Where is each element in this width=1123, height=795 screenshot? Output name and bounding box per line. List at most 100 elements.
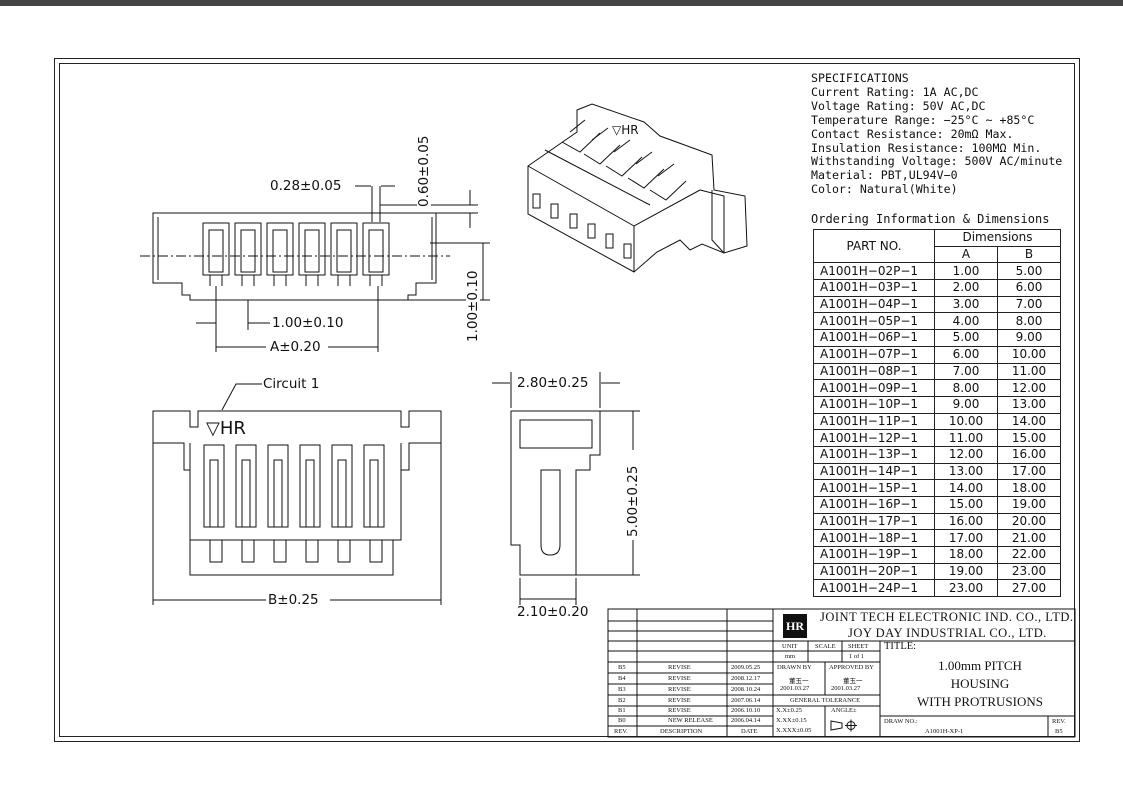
draw-no-label: DRAW NO.: bbox=[884, 718, 918, 725]
front-view-slots bbox=[203, 444, 385, 563]
ordering-title: Ordering Information & Dimensions bbox=[811, 212, 1050, 226]
unit-label: UNIT bbox=[782, 643, 798, 650]
pin-depth-dim: 0.60±0.05 bbox=[416, 135, 432, 207]
dim-a-cell: 19.00 bbox=[934, 562, 998, 581]
revision-description: REVISE bbox=[668, 664, 691, 671]
approved-by-label: APPROVED BY bbox=[829, 664, 874, 671]
part-number-cell: A1001H−08P−1 bbox=[813, 362, 935, 381]
part-number-cell: A1001H−17P−1 bbox=[813, 512, 935, 531]
approved-by: 董玉一 bbox=[843, 678, 863, 685]
dim-a-cell: 3.00 bbox=[934, 295, 998, 314]
part-number-cell: A1001H−07P−1 bbox=[813, 345, 935, 364]
part-number-cell: A1001H−11P−1 bbox=[813, 412, 935, 431]
dim-b-cell: 21.00 bbox=[997, 529, 1061, 548]
header-part-no: PART NO. bbox=[813, 228, 935, 264]
dim-a-cell: 23.00 bbox=[934, 579, 998, 598]
spec-line: Voltage Rating: 50V AC,DC bbox=[811, 98, 986, 113]
dim-b-cell: 15.00 bbox=[997, 429, 1061, 447]
tolerance-2: X.XX±0.15 bbox=[776, 717, 807, 724]
part-number-cell: A1001H−16P−1 bbox=[813, 496, 935, 514]
pitch-dim: 1.00±0.10 bbox=[272, 315, 344, 331]
dim-b-cell: 8.00 bbox=[997, 312, 1061, 331]
window-top-bar bbox=[0, 0, 1123, 6]
front-view bbox=[152, 383, 442, 605]
hr-marking: ▽HR bbox=[206, 418, 246, 439]
revision-code: B3 bbox=[618, 686, 626, 693]
rev-value: B5 bbox=[1055, 728, 1063, 735]
revision-code: B4 bbox=[618, 675, 626, 682]
spec-line: Color: Natural(White) bbox=[811, 182, 958, 197]
drawn-date: 2001.03.27 bbox=[780, 685, 810, 692]
dim-b-cell: 20.00 bbox=[997, 512, 1061, 531]
angle-label: ANGLE± bbox=[831, 707, 857, 714]
spec-line: Contact Resistance: 20mΩ Max. bbox=[811, 126, 1014, 141]
dim-a-cell: 13.00 bbox=[934, 462, 998, 481]
dim-b-cell: 9.00 bbox=[997, 329, 1061, 347]
dim-a-cell: 5.00 bbox=[934, 329, 998, 347]
general-tolerance: GENERAL TOLERANCE bbox=[790, 697, 861, 704]
side-top-dim: 2.80±0.25 bbox=[517, 375, 589, 391]
drawing-border-outer bbox=[54, 58, 1080, 742]
dim-b-cell: 5.00 bbox=[997, 262, 1061, 281]
scale-label: SCALE bbox=[815, 643, 836, 650]
part-number-cell: A1001H−12P−1 bbox=[813, 429, 935, 447]
dim-a-cell: 4.00 bbox=[934, 312, 998, 331]
revision-date: 2008.10.24 bbox=[731, 686, 761, 693]
svg-text:▽HR: ▽HR bbox=[612, 123, 639, 137]
dim-a-cell: 10.00 bbox=[934, 412, 998, 431]
revision-description: REVISE bbox=[668, 707, 691, 714]
dim-a-cell: 16.00 bbox=[934, 512, 998, 531]
part-number-cell: A1001H−03P−1 bbox=[813, 279, 935, 297]
revision-date: 2006.04.14 bbox=[731, 717, 761, 724]
revision-date: 2007.06.14 bbox=[731, 697, 761, 704]
dim-a-cell: 12.00 bbox=[934, 445, 998, 464]
specifications-heading: SPECIFICATIONS bbox=[811, 71, 909, 85]
dim-b-cell: 19.00 bbox=[997, 496, 1061, 514]
part-number-cell: A1001H−05P−1 bbox=[813, 312, 935, 331]
dim-a-cell: 15.00 bbox=[934, 496, 998, 514]
pin-width-dim: 0.28±0.05 bbox=[270, 178, 342, 194]
date-column-header: DATE bbox=[741, 728, 758, 735]
spec-line: Current Rating: 1A AC,DC bbox=[811, 84, 979, 99]
drawn-by-label: DRAWN BY bbox=[777, 664, 812, 671]
revision-code: B1 bbox=[618, 707, 626, 714]
dim-b-cell: 14.00 bbox=[997, 412, 1061, 431]
dim-b-cell: 27.00 bbox=[997, 579, 1061, 598]
part-number-cell: A1001H−19P−1 bbox=[813, 546, 935, 564]
dim-b-cell: 22.00 bbox=[997, 546, 1061, 564]
header-dimensions: Dimensions bbox=[934, 229, 1061, 247]
side-bottom-dim: 2.10±0.20 bbox=[517, 604, 589, 620]
projection-symbol-icon bbox=[830, 719, 857, 732]
draw-no: A1001H-XP-1 bbox=[925, 728, 964, 735]
dim-a-cell: 7.00 bbox=[934, 362, 998, 381]
revision-description: REVISE bbox=[668, 697, 691, 704]
tolerance-1: X.X±0.25 bbox=[776, 707, 802, 714]
side-view bbox=[492, 372, 640, 610]
dim-b-cell: 17.00 bbox=[997, 462, 1061, 481]
revision-code: B2 bbox=[618, 697, 626, 704]
part-number-cell: A1001H−02P−1 bbox=[813, 262, 935, 281]
part-number-cell: A1001H−14P−1 bbox=[813, 462, 935, 481]
dim-a-cell: 17.00 bbox=[934, 529, 998, 548]
revision-description: REVISE bbox=[668, 686, 691, 693]
spec-line: Withstanding Voltage: 500V AC/minute bbox=[811, 154, 1063, 169]
dim-a-cell: 6.00 bbox=[934, 345, 998, 364]
dim-a-cell: 9.00 bbox=[934, 395, 998, 414]
spec-line: Insulation Resistance: 100MΩ Min. bbox=[811, 140, 1042, 155]
spec-line: Material: PBT,UL94V−0 bbox=[811, 168, 958, 183]
part-number-cell: A1001H−09P−1 bbox=[813, 379, 935, 397]
dim-a-cell: 2.00 bbox=[934, 279, 998, 297]
part-number-cell: A1001H−18P−1 bbox=[813, 529, 935, 548]
dim-a-cell: 18.00 bbox=[934, 546, 998, 564]
